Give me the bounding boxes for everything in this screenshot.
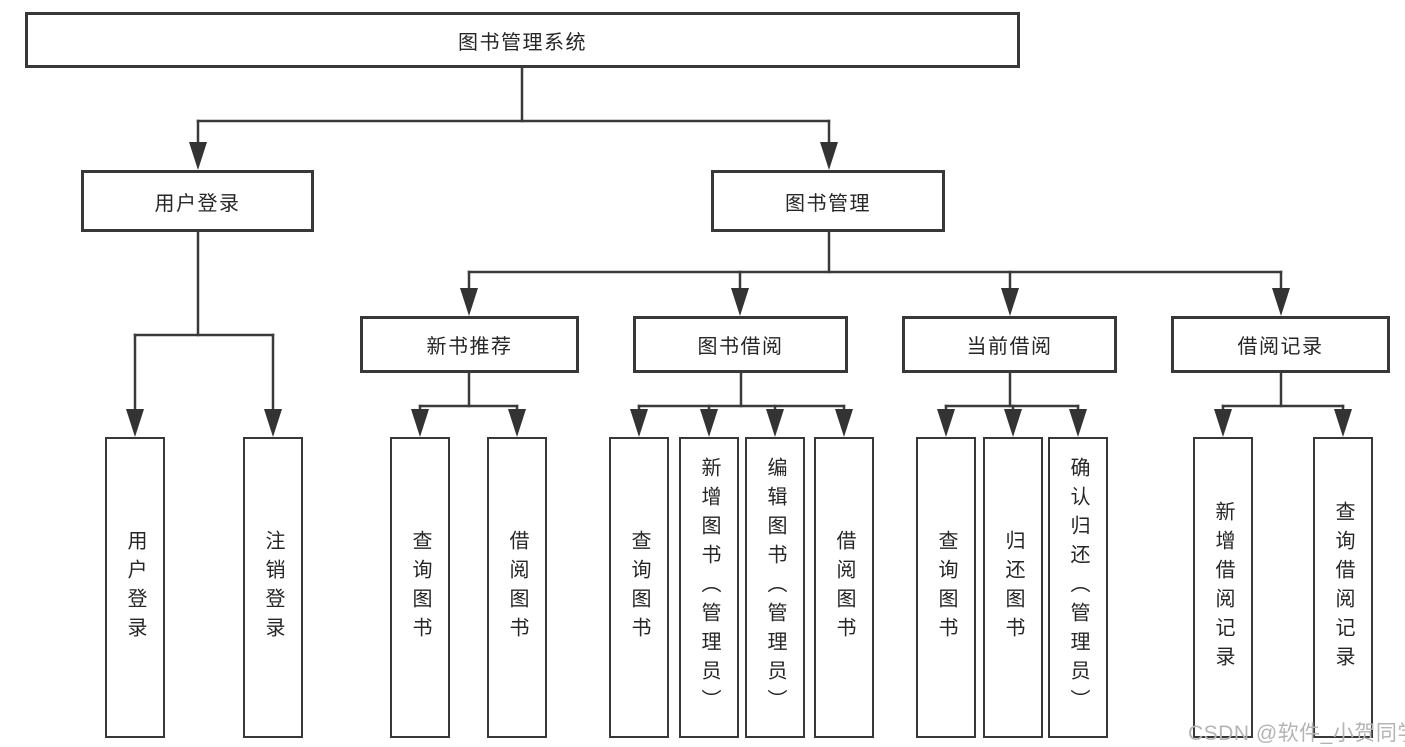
leaf-edit-books-admin-label: 编辑图书（管理员） — [764, 457, 786, 718]
leaf-edit-books-admin: 编辑图书（管理员） — [745, 437, 805, 738]
leaf-return-books: 归还图书 — [983, 437, 1043, 738]
node-borrowing-records-label: 借阅记录 — [1237, 336, 1324, 358]
leaf-user-login-label: 用户登录 — [124, 529, 146, 646]
leaf-query-borrow-record: 查询借阅记录 — [1313, 437, 1373, 738]
node-book-borrowing: 图书借阅 — [633, 316, 848, 373]
leaf-add-borrow-record: 新增借阅记录 — [1193, 437, 1253, 738]
node-library-management-system: 图书管理系统 — [25, 12, 1020, 68]
node-book-management: 图书管理 — [711, 170, 945, 232]
leaf-logout: 注销登录 — [243, 437, 303, 738]
leaf-borrow-books-2: 借阅图书 — [814, 437, 874, 738]
node-library-management-system-label: 图书管理系统 — [458, 31, 587, 54]
node-book-management-label: 图书管理 — [785, 192, 871, 215]
node-book-borrowing-label: 图书借阅 — [697, 336, 784, 358]
node-borrowing-records: 借阅记录 — [1171, 316, 1390, 373]
node-current-borrowing-label: 当前借阅 — [966, 336, 1053, 358]
leaf-logout-label: 注销登录 — [262, 529, 284, 646]
leaf-add-books-admin-label: 新增图书（管理员） — [698, 457, 720, 718]
leaf-query-borrow-record-label: 查询借阅记录 — [1332, 500, 1354, 675]
leaf-confirm-return-admin-label: 确认归还（管理员） — [1067, 457, 1089, 718]
leaf-query-books-1-label: 查询图书 — [409, 529, 431, 646]
leaf-query-books-2-label: 查询图书 — [628, 529, 650, 646]
leaf-query-books-1: 查询图书 — [390, 437, 450, 738]
leaf-borrow-books-1-label: 借阅图书 — [506, 529, 528, 646]
leaf-borrow-books-2-label: 借阅图书 — [833, 529, 855, 646]
leaf-return-books-label: 归还图书 — [1002, 529, 1024, 646]
csdn-watermark: CSDN @软件_小贺同学 — [1188, 722, 1405, 745]
node-user-login: 用户登录 — [81, 170, 314, 232]
leaf-query-books-3-label: 查询图书 — [935, 529, 957, 646]
leaf-query-books-3: 查询图书 — [916, 437, 976, 738]
leaf-add-books-admin: 新增图书（管理员） — [679, 437, 739, 738]
node-user-login-label: 用户登录 — [154, 192, 241, 215]
leaf-user-login: 用户登录 — [105, 437, 165, 738]
leaf-add-borrow-record-label: 新增借阅记录 — [1212, 500, 1234, 675]
leaf-borrow-books-1: 借阅图书 — [487, 437, 547, 738]
leaf-confirm-return-admin: 确认归还（管理员） — [1048, 437, 1108, 738]
node-current-borrowing: 当前借阅 — [902, 316, 1117, 373]
node-new-book-recommend-label: 新书推荐 — [426, 336, 513, 358]
node-new-book-recommend: 新书推荐 — [360, 316, 579, 373]
leaf-query-books-2: 查询图书 — [609, 437, 669, 738]
